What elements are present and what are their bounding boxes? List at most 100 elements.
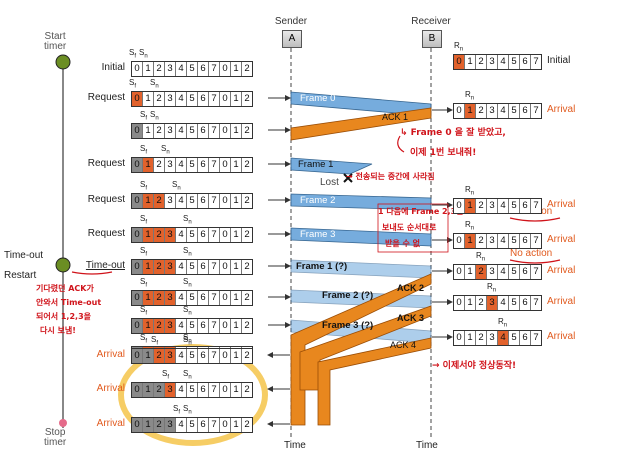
seq-cell: 5 xyxy=(509,104,520,118)
seq-cell: 1 xyxy=(465,104,476,118)
sender-row-label: Arrival xyxy=(96,349,125,360)
sf-pointer: Sf xyxy=(140,110,148,122)
rn-pointer: Rn xyxy=(476,251,486,263)
seq-cell: 6 xyxy=(198,383,209,397)
seq-cell: 2 xyxy=(244,159,250,170)
seq-cell: 4 xyxy=(176,158,187,172)
seq-cell: 1 xyxy=(143,92,154,106)
rn-pointer: Rn xyxy=(487,282,497,294)
receiver-node-b: B xyxy=(422,30,442,48)
seq-cell: 5 xyxy=(187,319,198,333)
seq-cell: 7 xyxy=(209,418,220,432)
seq-cell: 1 xyxy=(231,228,242,242)
seq-cell: 1 xyxy=(143,319,154,333)
ack-4-band xyxy=(317,337,432,426)
note-ack1-a: ↳ Frame 0 을 잘 받았고, xyxy=(400,128,506,138)
seq-cell: 6 xyxy=(198,418,209,432)
seq-cell: 3 xyxy=(487,234,498,248)
seq-cell: 6 xyxy=(198,291,209,305)
seq-cell: 0 xyxy=(454,234,465,248)
seq-cell: 2 xyxy=(154,92,165,106)
sender-row-label: Arrival xyxy=(96,418,125,429)
seq-cell: 3 xyxy=(487,104,498,118)
seq-cell: 2 xyxy=(476,199,487,213)
seq-cell: 3 xyxy=(487,296,498,310)
sn-pointer: Sn xyxy=(183,305,192,317)
seq-cell: 5 xyxy=(509,199,520,213)
sf-pointer: Sf xyxy=(151,335,159,347)
seq-cell: 1 xyxy=(143,62,154,76)
seq-cell: 1 xyxy=(465,331,476,345)
seq-cell: 1 xyxy=(465,296,476,310)
sn-pointer: Sn xyxy=(183,404,192,416)
seq-cell: 0 xyxy=(220,62,231,76)
seq-cell: 4 xyxy=(176,228,187,242)
seq-cell: 0 xyxy=(132,92,143,106)
sender-row-label: Request xyxy=(87,194,125,205)
sender-time-label: Time xyxy=(284,440,306,451)
restart-label: Restart xyxy=(4,270,37,281)
frame-2-label: Frame 2 xyxy=(300,195,336,206)
seq-cell: 2 xyxy=(244,320,250,331)
seq-cell: 2 xyxy=(154,228,165,242)
seq-cell: 7 xyxy=(209,158,220,172)
seq-cell: 5 xyxy=(509,331,520,345)
sf-pointer: Sf xyxy=(140,246,148,258)
note-timeout-c: 되어서 1,2,3을 xyxy=(36,312,92,321)
receiver-row-label: Arrival xyxy=(547,331,576,342)
sn-pointer: Sn xyxy=(161,144,170,156)
frame-0-label: Frame 0 xyxy=(300,93,336,104)
seq-cell: 7 xyxy=(209,349,220,363)
seq-cell: 1 xyxy=(231,319,242,333)
frame-2-band xyxy=(290,193,432,211)
stop-timer-label: Stop timer xyxy=(44,427,67,448)
receiver-row-label: Initial xyxy=(547,55,571,66)
seq-cell: 4 xyxy=(176,349,187,363)
note-timeout-a: 기다렸던 ACK가 xyxy=(36,284,94,293)
seq-cell: 4 xyxy=(498,55,509,69)
ack-1-label: ACK 1 xyxy=(382,112,409,122)
ack-3-label: ACK 3 xyxy=(397,313,425,323)
ack-1-band xyxy=(290,107,432,141)
sf-pointer: Sf xyxy=(140,144,148,156)
seq-cell: 3 xyxy=(487,265,498,279)
start-timer-label: Start timer xyxy=(44,31,67,52)
rn-pointer: Rn xyxy=(465,220,475,232)
seq-cell: 2 xyxy=(154,124,165,138)
seq-cell: 0 xyxy=(454,104,465,118)
sn-pointer: Sn xyxy=(183,333,192,345)
seq-cell: 1 xyxy=(231,92,242,106)
seq-cell: 4 xyxy=(498,104,509,118)
seq-cell: 0 xyxy=(220,291,231,305)
sf-pointer: Sf xyxy=(162,369,170,381)
seq-cell: 5 xyxy=(187,62,198,76)
seq-cell: 6 xyxy=(198,124,209,138)
seq-cell: 2 xyxy=(476,265,487,279)
seq-cell: 0 xyxy=(454,55,465,69)
seq-cell: 2 xyxy=(244,419,250,430)
seq-cell: 0 xyxy=(454,331,465,345)
seq-cell: 1 xyxy=(231,418,242,432)
seq-cell: 7 xyxy=(209,62,220,76)
seq-cell: 2 xyxy=(154,383,165,397)
seq-cell: 2 xyxy=(154,319,165,333)
receiver-row-label: Arrival xyxy=(547,199,576,210)
sf-pointer: Sf xyxy=(140,333,148,345)
seq-cell: 6 xyxy=(198,260,209,274)
note-timeout-b: 안와서 Time-out xyxy=(36,298,102,307)
seq-cell: 1 xyxy=(143,194,154,208)
seq-cell: 4 xyxy=(498,199,509,213)
seq-cell: 3 xyxy=(165,260,176,274)
seq-cell: 6 xyxy=(520,55,531,69)
seq-cell: 5 xyxy=(509,55,520,69)
seq-cell: 0 xyxy=(132,158,143,172)
no-action-2: No action xyxy=(510,248,553,259)
ack-2-label: ACK 2 xyxy=(397,283,425,293)
rn-pointer: Rn xyxy=(465,185,475,197)
